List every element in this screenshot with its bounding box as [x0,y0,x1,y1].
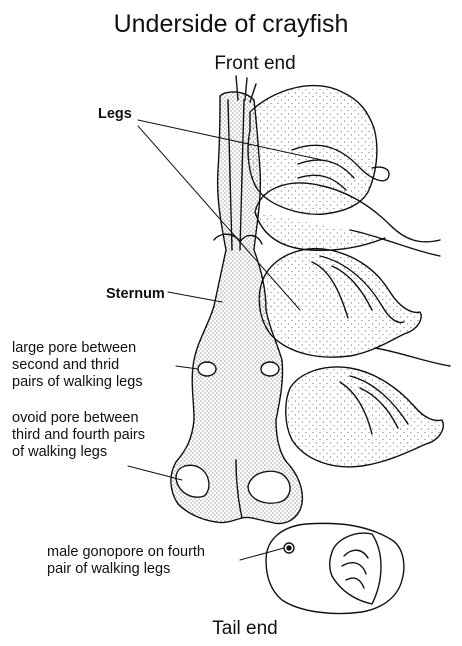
walking-leg-2 [259,230,440,357]
walking-leg-1 [248,86,440,251]
walking-leg-3 [286,348,450,467]
sternum-leader [168,292,222,302]
gonopore-leg-inset [266,523,404,613]
